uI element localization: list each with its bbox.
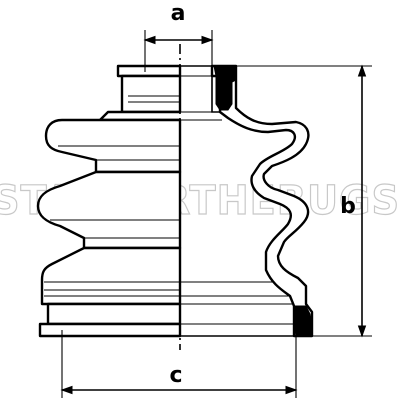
dimension-b-label: b — [340, 194, 356, 219]
dimension-c: c — [60, 330, 298, 398]
neck — [120, 74, 182, 114]
dimension-c-label: c — [169, 363, 182, 388]
top-clamp-section — [213, 65, 237, 111]
boot-outer-view — [36, 64, 182, 338]
dimension-a-label: a — [171, 1, 186, 26]
top-collar — [116, 64, 182, 78]
bottom-clamp-section — [293, 305, 313, 337]
dimension-b: b — [236, 64, 372, 338]
bottom-collar — [46, 302, 182, 326]
dimension-a: a — [143, 1, 214, 72]
boot-section-view — [180, 64, 314, 338]
convolution-2 — [36, 170, 182, 250]
bottom-lip — [38, 322, 182, 338]
